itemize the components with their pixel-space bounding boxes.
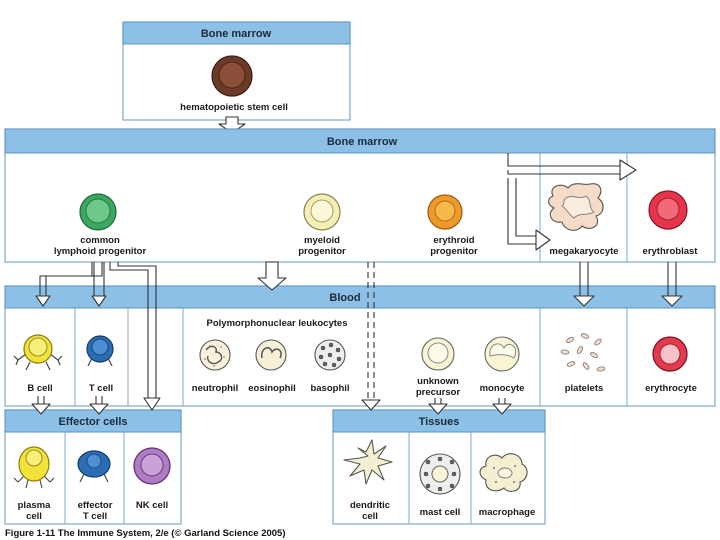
label-lymphoid-line1: common: [80, 235, 120, 246]
label-erythroid-line1: erythroid: [433, 235, 474, 246]
platelets-icon: [560, 333, 606, 372]
monocyte-icon: [484, 336, 520, 372]
label-plasma-line1: plasma: [18, 500, 51, 511]
effector-cells-title: Effector cells: [58, 416, 127, 428]
label-basophil: basophil: [310, 383, 349, 394]
blood-title: Blood: [329, 292, 360, 304]
bone-marrow-top-title: Bone marrow: [201, 28, 272, 40]
label-t-cell: T cell: [89, 383, 113, 394]
mast-cell-icon: [419, 453, 461, 495]
erythroid-progenitor-icon: [427, 194, 463, 230]
label-dendritic-line2: cell: [362, 511, 378, 522]
basophil-icon: [314, 339, 346, 371]
megakaryocyte-icon: [548, 183, 604, 231]
label-erythroid-line2: progenitor: [430, 246, 478, 257]
label-dendritic-line1: dendritic: [350, 500, 390, 511]
erythroblast-icon: [648, 190, 688, 230]
tissue-arrows: [428, 398, 512, 415]
eosinophil-icon: [255, 339, 287, 371]
label-platelets: platelets: [565, 383, 604, 394]
label-unknown-line1: unknown: [417, 376, 459, 387]
dendritic-dashed-arrow: [361, 262, 381, 411]
label-plasma-line2: cell: [26, 511, 42, 522]
label-myeloid-line1: myeloid: [304, 235, 340, 246]
label-hematopoietic-stem-cell: hematopoietic stem cell: [180, 102, 288, 113]
label-eosinophil: eosinophil: [248, 383, 296, 394]
panel-bone-marrow: Bone marrow: [4, 128, 716, 263]
label-myeloid-line2: progenitor: [298, 246, 346, 257]
label-lymphoid-line2: lymphoid progenitor: [54, 246, 147, 257]
erythrocyte-icon: [652, 336, 688, 372]
erythroid-branch-arrows: [507, 153, 637, 251]
hematopoietic-stem-cell-icon: [211, 55, 253, 97]
label-mast-cell: mast cell: [420, 507, 461, 518]
nk-cell-icon: [133, 447, 171, 485]
panel-bone-marrow-top: Bone marrow: [122, 21, 351, 121]
bone-marrow-title: Bone marrow: [327, 136, 398, 148]
label-monocyte: monocyte: [480, 383, 525, 394]
label-effector-t-line2: T cell: [83, 511, 107, 522]
label-megakaryocyte: megakaryocyte: [549, 246, 618, 257]
effector-t-cell-icon: [77, 450, 111, 483]
unknown-precursor-icon: [421, 337, 455, 371]
label-neutrophil: neutrophil: [192, 383, 238, 394]
label-erythrocyte: erythrocyte: [645, 383, 697, 394]
panel-blood: Blood: [4, 285, 716, 407]
label-macrophage: macrophage: [479, 507, 536, 518]
b-cell-icon: [13, 334, 63, 371]
common-lymphoid-progenitor-icon: [79, 193, 117, 231]
plasma-cell-icon: [13, 446, 55, 489]
label-erythroblast: erythroblast: [643, 246, 699, 257]
figure-caption: Figure 1-11 The Immune System, 2/e (© Ga…: [5, 528, 286, 539]
arrow-myeloid-to-blood: [257, 261, 287, 291]
label-b-cell: B cell: [27, 383, 52, 394]
macrophage-icon: [479, 453, 528, 492]
myeloid-progenitor-icon: [303, 193, 341, 231]
marrow-to-blood-arrows: [573, 262, 683, 307]
label-nk-cell: NK cell: [136, 500, 168, 511]
dendritic-cell-icon: [343, 439, 393, 485]
label-unknown-line2: precursor: [416, 387, 461, 398]
effector-arrows: [31, 396, 109, 415]
t-cell-icon: [86, 335, 114, 367]
tissues-title: Tissues: [419, 416, 460, 428]
label-polymorphonuclear: Polymorphonuclear leukocytes: [207, 318, 348, 329]
label-effector-t-line1: effector: [78, 500, 113, 511]
lymphoid-branch-arrows: [35, 262, 161, 411]
neutrophil-icon: [199, 339, 231, 371]
